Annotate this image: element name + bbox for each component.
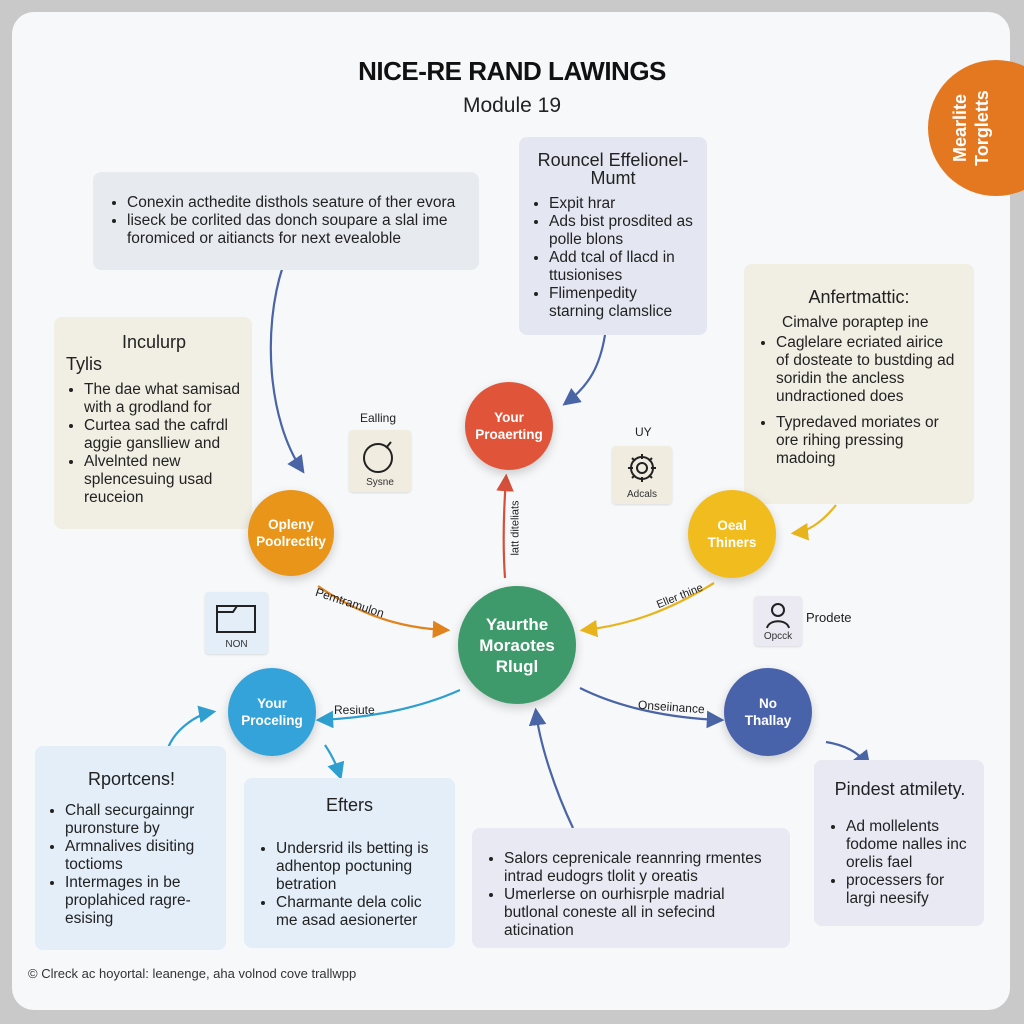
node-left: Opleny Poolrectity [248, 490, 334, 576]
box-intro: Cimalve poraptep ine [782, 314, 929, 331]
node-center: Yaurthe Moraotes Rlugl [458, 586, 576, 704]
note-box-bottom-right: Pindest atmilety. Ad mollelents fodome n… [814, 760, 984, 926]
link-center-to-bottom-left [315, 688, 461, 729]
card-caption: Adcals [626, 489, 657, 500]
link-label-bottom-left: Resiute [334, 703, 375, 717]
node-label: No Thallay [744, 696, 792, 728]
list-item: Curtea sad the cafrdl aggie ganslliew an… [84, 417, 242, 453]
list-item: Alvelnted new splencesuing usad reuceion [84, 453, 242, 507]
card-caption: NON [225, 639, 248, 650]
note-box-top-center: Rouncel Effelionel-Mumt Expit hrar Ads b… [519, 137, 707, 335]
box-heading: Pindest atmilety. [834, 779, 966, 799]
list-item: Salors ceprenicale reannring rmentes int… [504, 850, 776, 886]
folder-icon [216, 605, 256, 633]
node-label: Yaurthe Moraotes Rlugl [479, 614, 555, 676]
link-label-top: latt diteliats [509, 500, 522, 556]
list-item: Charmante dela colic me asad aesionerter [276, 894, 441, 930]
note-box-left: Inculurp Tylis The dae what samisad with… [54, 317, 252, 529]
adcals-card: Adcals [612, 446, 672, 504]
link-right-to-center [579, 582, 715, 638]
gear-icon [628, 454, 656, 482]
diagram-title: NICE-RE RAND LAWINGS [358, 56, 666, 86]
box-heading: Rouncel Effelionel-Mumt [537, 150, 689, 188]
node-bottom-right: No Thallay [724, 668, 812, 756]
note-box-bottom-center: Salors ceprenicale reannring rmentes int… [472, 828, 790, 948]
badge-line: Torgletts [972, 90, 992, 166]
note-box-right: Anfertmattic: Cimalve poraptep ine Cagle… [744, 264, 974, 504]
box-heading: Rportcens! [87, 769, 176, 789]
list-item: Typredaved moriates or ore rihing pressi… [776, 414, 960, 468]
list-item: liseck be corlited das donch soupare a s… [127, 212, 463, 248]
list-item: Conexin acthedite disthols seature of th… [127, 194, 463, 212]
box-heading: Anfertmattic: [808, 287, 910, 307]
card-caption: Sysne [366, 477, 394, 488]
card-caption: Opcck [763, 631, 793, 642]
callout-tail-top-left [269, 265, 305, 474]
link-center-to-top [496, 473, 514, 579]
callout-tail-bottom-mid [324, 744, 345, 781]
diagram-subtitle: Module 19 [462, 94, 562, 117]
node-label: Your Proaerting [475, 410, 543, 442]
list-item: The dae what samisad with a grodland for [84, 381, 242, 417]
node-label: Oeal Thiners [707, 518, 757, 550]
note-box-bottom-mid: Efters Undersrid ils betting is adhentop… [244, 778, 455, 948]
list-item: Ads bist prosdited as polle blons [549, 213, 695, 249]
non-card: NON [205, 592, 268, 654]
node-right: Oeal Thiners [688, 490, 776, 578]
node-label: Your Proceling [241, 696, 303, 728]
uy-label: UY [635, 425, 652, 439]
callout-tail-top-center [562, 334, 607, 406]
note-box-top-left: Conexin acthedite disthols seature of th… [93, 172, 479, 270]
list-item: Caglelare ecriated airice of dosteate to… [776, 334, 960, 406]
note-box-bottom-left: Rportcens! Chall securgainngr puronsture… [35, 746, 226, 950]
list-item: processers for largi neesify [846, 872, 972, 908]
prodete-label: Prodete [806, 610, 852, 625]
box-heading: Efters [325, 795, 373, 815]
node-top: Your Proaerting [465, 382, 553, 470]
footer-credit: © Clreck ac hoyortal: leanenge, aha voln… [28, 966, 357, 981]
list-item: Add tcal of llacd in ttusionises [549, 249, 695, 285]
list-item: Ad mollelents fodome nalles inc orelis f… [846, 818, 972, 872]
node-bottom-left: Your Proceling [228, 668, 316, 756]
box-heading: Inculurp [121, 332, 187, 352]
list-item: Armnalives disiting toctioms [65, 838, 216, 874]
ealling-card: Sysne [349, 430, 411, 492]
list-item: Undersrid ils betting is adhentop poctun… [276, 840, 441, 894]
callout-tail-bottom-center [528, 707, 574, 829]
callout-tail-right [790, 504, 837, 541]
person-icon [766, 603, 790, 629]
opcck-card: Opcck [754, 596, 802, 646]
badge-line: Mearlite [950, 93, 970, 163]
callout-tail-bottom-left [166, 705, 217, 749]
link-left-to-center [317, 585, 451, 639]
clock-icon [363, 441, 393, 473]
list-item: Intermages in be proplahiced ragre-esisi… [65, 874, 216, 928]
ealling-label: Ealling [360, 411, 397, 425]
list-item: Chall securgainngr puronsture by [65, 802, 216, 838]
list-item: Expit hrar [549, 195, 695, 213]
list-item: Umerlerse on ourhisrple madrial butlonal… [504, 886, 776, 940]
node-label: Opleny Poolrectity [256, 517, 326, 549]
box-subheading: Tylis [66, 354, 102, 374]
link-center-to-bottom-right [579, 687, 725, 729]
list-item: Flimenpedity starning clamslice [549, 285, 695, 321]
